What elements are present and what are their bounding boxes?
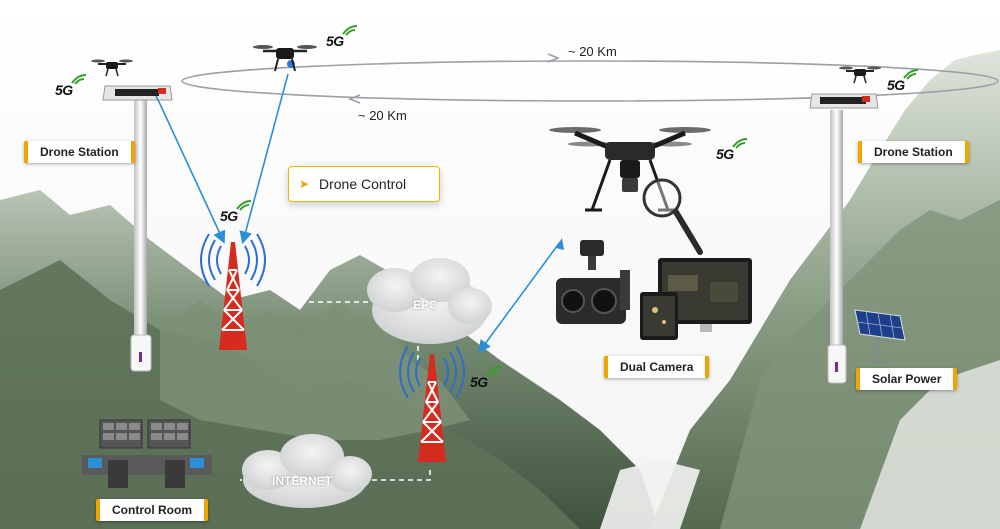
drone-icon [839, 66, 881, 84]
cloud-icon [242, 434, 372, 508]
cell-tower-icon [200, 233, 266, 350]
5g-badge: 5G [55, 74, 87, 98]
drone-icon [91, 59, 133, 77]
5g-badge: 5G [716, 138, 748, 162]
label-dual-camera: Dual Camera [604, 356, 710, 378]
control-room-icon [82, 419, 212, 488]
internet-label: INTERNET [272, 474, 332, 488]
5g-badge: 5G [470, 366, 502, 390]
cloud-icon [367, 258, 492, 344]
solar-panel-icon [854, 309, 906, 363]
cell-tower-icon [399, 345, 465, 462]
drone-control-label: Drone Control [319, 176, 407, 192]
drone-control-box: ➤ Drone Control [288, 166, 440, 202]
flight-orbit [181, 60, 999, 102]
5g-text: 5G [470, 374, 488, 390]
antenna-signal-icon [71, 74, 87, 85]
link-drone-to-tower [239, 73, 289, 245]
distance-label-bottom: ~ 20 Km [358, 108, 407, 123]
epc-label: EPC [413, 298, 438, 312]
magnifier-icon [642, 178, 703, 255]
chevron-icon: ➤ [299, 177, 310, 191]
5g-text: 5G [716, 146, 734, 162]
orbit-arrow-right-icon [547, 53, 561, 63]
link-tower-to-station [155, 95, 161, 105]
5g-text: 5G [55, 82, 73, 98]
antenna-signal-icon [486, 366, 502, 377]
drone-icon [253, 45, 317, 72]
label-solar-power: Solar Power [856, 368, 958, 390]
5g-badge: 5G [887, 69, 919, 93]
link-station-to-tower [159, 103, 226, 244]
left-drone-station [102, 85, 173, 372]
tablet-icon [640, 292, 678, 340]
link-camera-to-tower [478, 241, 561, 354]
5g-text: 5G [220, 208, 238, 224]
distance-label-top: ~ 20 Km [568, 44, 617, 59]
arrowhead-icon [556, 238, 564, 250]
label-control-room: Control Room [96, 499, 208, 521]
5g-text: 5G [326, 33, 344, 49]
label-drone-station-right: Drone Station [858, 141, 969, 163]
antenna-signal-icon [732, 138, 748, 149]
5g-badge: 5G [220, 200, 252, 224]
camera-gimbal-icon [556, 240, 630, 324]
antenna-signal-icon [903, 69, 919, 80]
label-drone-station-left: Drone Station [24, 141, 135, 163]
5g-badge: 5G [326, 25, 358, 49]
antenna-signal-icon [342, 25, 358, 36]
drone-icon [549, 127, 711, 212]
right-drone-station [809, 93, 879, 384]
5g-text: 5G [887, 77, 905, 93]
orbit-arrow-left-icon [347, 94, 361, 104]
antenna-signal-icon [236, 200, 252, 211]
